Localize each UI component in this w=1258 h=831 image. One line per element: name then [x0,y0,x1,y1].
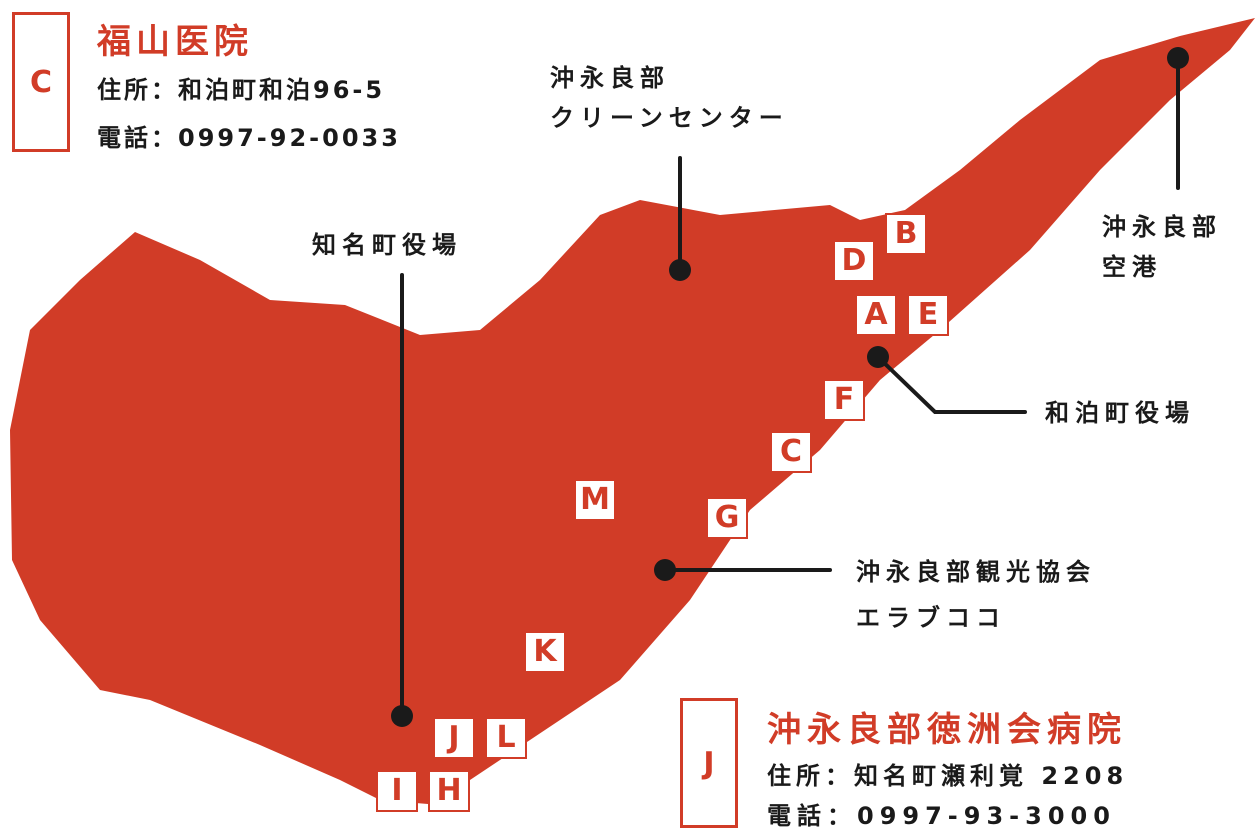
landmark-clean-center: 沖永良部 クリーンセンター [550,58,789,138]
facility-marker-b[interactable]: B [885,213,927,255]
facility-marker-k[interactable]: K [524,631,566,673]
facility-marker-f[interactable]: F [823,379,865,421]
leader-line-wadomari-town-hall [876,355,1027,414]
facility-marker-h[interactable]: H [428,770,470,812]
landmark-dots [391,47,1189,727]
airport-dot [1167,47,1189,69]
clinic-phone: 電話：0997-92-0033 [97,124,401,152]
clinic-name: 福山医院 [97,22,253,62]
landmark-line2: 空港 [1102,253,1162,281]
landmark-china-town-hall: 知名町役場 [312,225,462,265]
landmark-line1: 沖永良部観光協会 [856,558,1096,586]
clinic-address: 住所：和泊町和泊96-5 [97,76,386,104]
facility-marker-e[interactable]: E [907,294,949,336]
facility-marker-j[interactable]: J [433,717,475,759]
landmark-line1: 知名町役場 [312,231,462,259]
hospital-address: 住所：知名町瀬利覚 2208 [767,762,1129,790]
landmark-line2: エラブココ [856,604,1006,632]
clean-center-dot [669,259,691,281]
tourism-association-dot [654,559,676,581]
landmark-airport: 沖永良部 空港 [1102,207,1222,287]
china-town-hall-dot [391,705,413,727]
landmark-tourism-association: 沖永良部観光協会 エラブココ [856,552,1096,638]
facility-marker-i[interactable]: I [376,770,418,812]
facility-marker-g[interactable]: G [706,497,748,539]
landmark-line2: クリーンセンター [550,104,789,132]
landmark-wadomari-town-hall: 和泊町役場 [1045,393,1195,433]
facility-marker-a[interactable]: A [855,294,897,336]
island-landmass [10,18,1255,805]
facility-marker-c[interactable]: C [770,431,812,473]
wadomari-town-hall-dot [867,346,889,368]
info-box-tag: C [12,12,70,152]
hospital-phone: 電話：0997-93-3000 [767,802,1116,830]
landmark-line1: 沖永良部 [550,64,670,92]
facility-marker-d[interactable]: D [833,240,875,282]
info-box-tag: J [680,698,738,828]
hospital-name: 沖永良部徳洲会病院 [767,710,1127,750]
leader-lines [400,56,1180,716]
facility-marker-m[interactable]: M [574,479,616,521]
landmark-line1: 和泊町役場 [1045,399,1195,427]
landmark-line1: 沖永良部 [1102,213,1222,241]
facility-marker-l[interactable]: L [485,717,527,759]
